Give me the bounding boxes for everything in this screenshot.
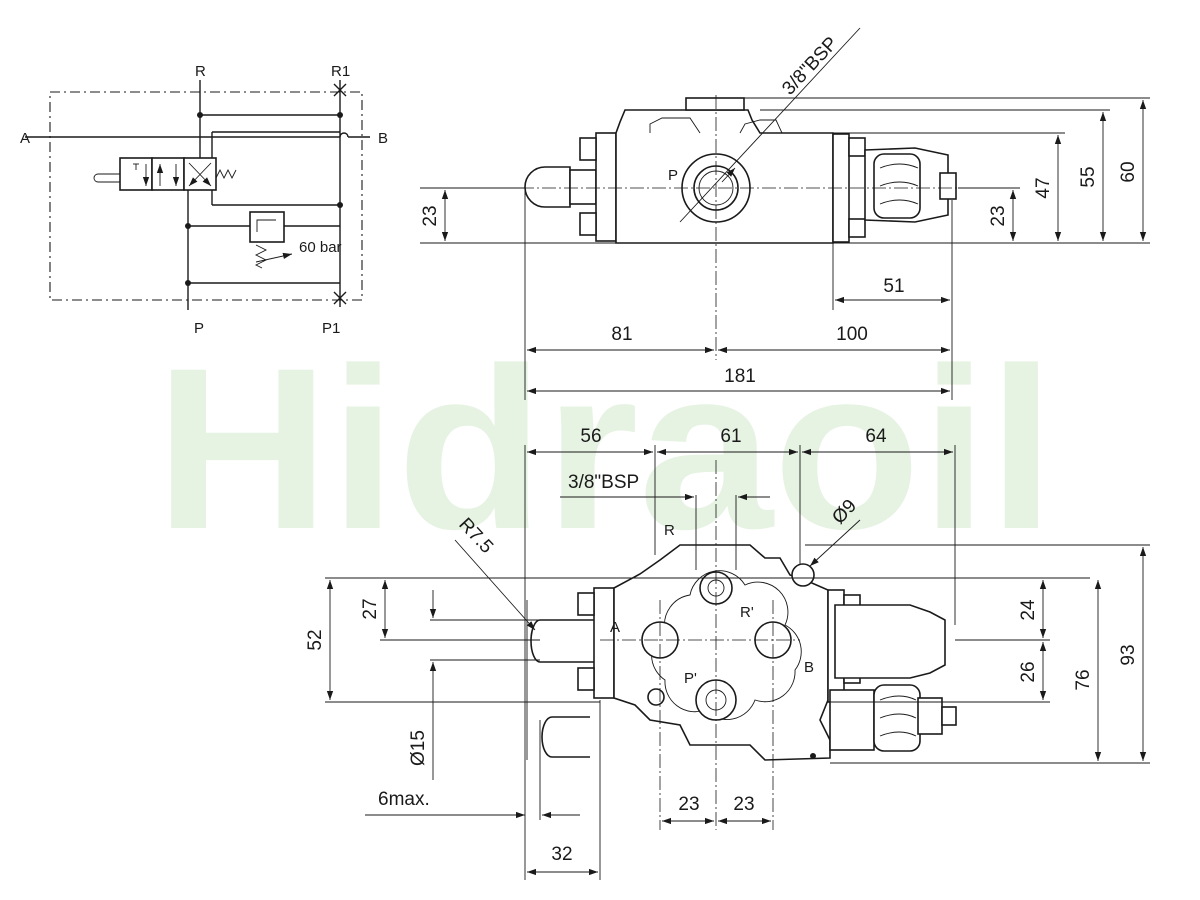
plug-r1-icon [333, 83, 347, 97]
port-label-b-front: B [804, 659, 814, 676]
hydraulic-schematic: 60 bar R R1 A B P P1 [20, 63, 388, 337]
dim-top-60: 60 [1118, 161, 1139, 182]
schematic-port-r1: R1 [331, 63, 350, 80]
spool-diameter-label: Ø15 [408, 730, 429, 766]
mount-hole-top [791, 563, 815, 587]
dim-front-93: 93 [1118, 644, 1139, 665]
spool-front [530, 619, 596, 663]
dim-top-55: 55 [1078, 166, 1099, 187]
dim-top-181: 181 [724, 366, 756, 387]
dim-top-51: 51 [883, 276, 904, 297]
plug-p1-icon [333, 291, 347, 305]
port-label-p-top: P [668, 167, 678, 184]
detent-cap-front [834, 604, 946, 679]
port-label-r-prime: R' [740, 604, 754, 621]
relief-valve-icon [249, 211, 285, 243]
schematic-port-p: P [194, 320, 204, 337]
port-label-r-front: R [664, 522, 675, 539]
dim-front-26: 26 [1018, 661, 1039, 682]
schematic-port-r: R [195, 63, 206, 80]
watermark-logo: Hidraoil [155, 320, 1055, 577]
schematic-boundary [49, 91, 363, 301]
port-label-p-prime: P' [684, 670, 697, 687]
dim-front-23-left: 23 [678, 794, 699, 815]
spool-end [524, 166, 571, 208]
dim-top-right-23: 23 [988, 205, 1009, 226]
dim-top-81: 81 [611, 324, 632, 345]
dim-front-24: 24 [1018, 599, 1039, 621]
dim-top-47: 47 [1033, 177, 1054, 198]
schematic-port-a: A [20, 130, 30, 147]
dim-front-32: 32 [551, 844, 572, 865]
stroke-note: 6max. [378, 789, 430, 810]
relief-pressure-label: 60 bar [299, 239, 342, 256]
valve-body-front [613, 544, 831, 761]
dim-front-64: 64 [865, 426, 887, 447]
dim-top-left-23: 23 [420, 205, 441, 226]
thread-callout-top: 3/8"BSP [778, 33, 842, 99]
schematic-port-b: B [378, 130, 388, 147]
dim-front-61: 61 [720, 426, 741, 447]
thread-callout-front: 3/8"BSP [568, 472, 639, 493]
dim-top-100: 100 [836, 324, 868, 345]
mount-hole-bottom [647, 688, 665, 706]
lever-icon [93, 173, 120, 183]
dim-front-27: 27 [360, 598, 381, 619]
port-label-a-front: A [610, 619, 620, 636]
schematic-port-p1: P1 [322, 320, 340, 337]
dim-front-76: 76 [1073, 669, 1094, 690]
dim-front-23-right: 23 [733, 794, 754, 815]
spring-icon [215, 168, 237, 180]
dim-front-52: 52 [305, 629, 326, 650]
watermark-text: Hidraoil [155, 320, 1055, 577]
front-view: 56 61 64 3/8"BSP 23 23 6max. 32 52 27 Ø1… [305, 426, 1150, 880]
dim-front-56: 56 [580, 426, 601, 447]
